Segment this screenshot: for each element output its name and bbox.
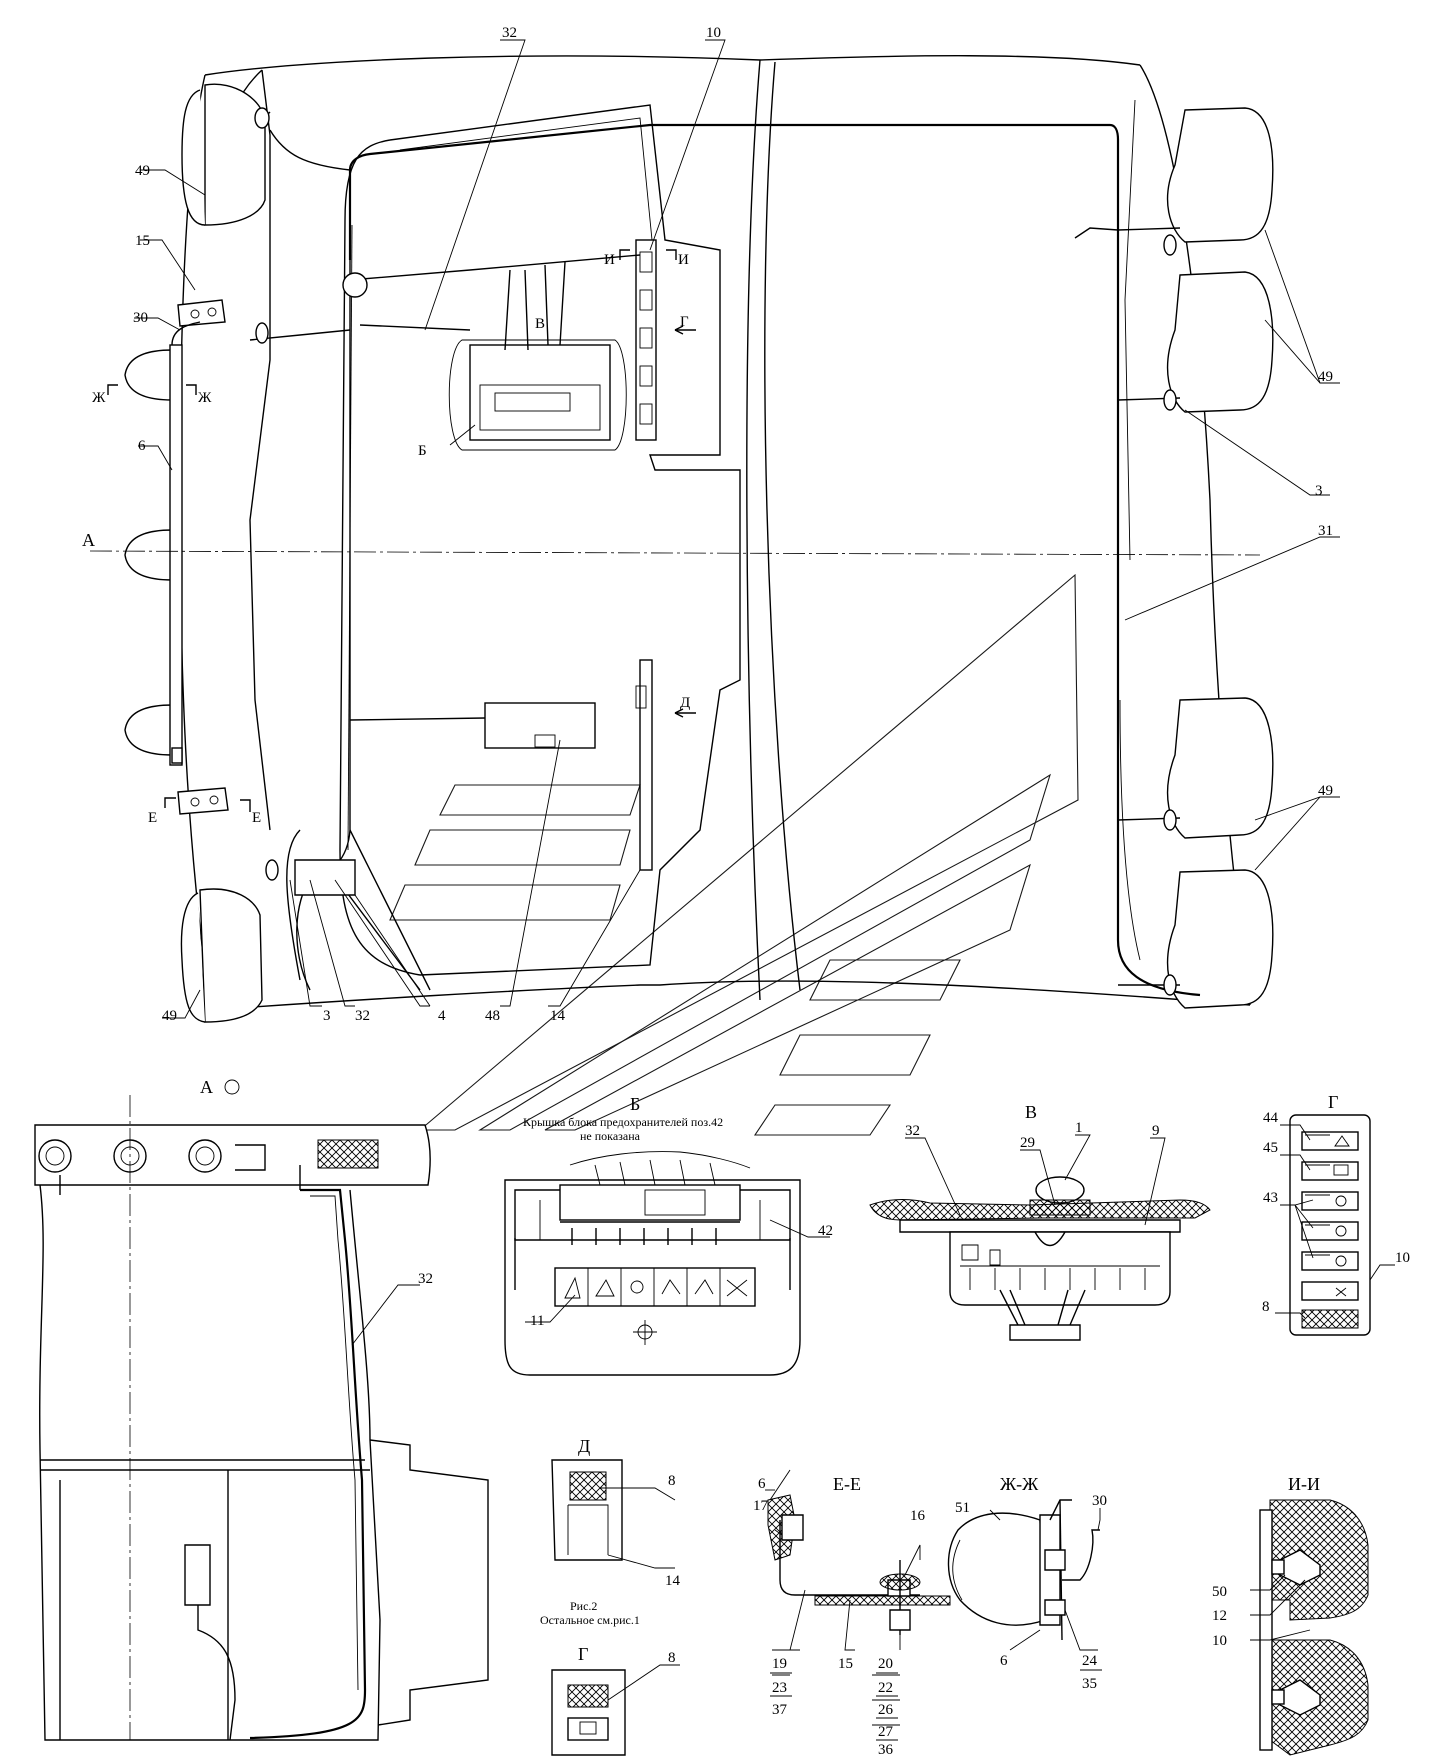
view-a-title: А [200, 1077, 213, 1097]
leader-lines [134, 39, 1340, 1019]
section-mark-i-right: И [678, 252, 689, 268]
fig2-caption-1: Рис.2 [570, 1599, 597, 1613]
section-ee-title: Е-Е [833, 1474, 861, 1494]
view-mark-d: Д [680, 695, 690, 711]
fig2-callout-8: 8 [668, 1650, 676, 1666]
view-b-fuse-block [504, 1151, 830, 1376]
callout-49-right-top: 49 [1318, 369, 1333, 385]
view-mark-b: Б [418, 443, 427, 459]
section-ii [1250, 1499, 1369, 1756]
ii-callout-12: 12 [1212, 1608, 1227, 1624]
callout-14: 14 [550, 1008, 566, 1024]
zz-callout-51: 51 [955, 1500, 970, 1516]
callout-32-bottom: 32 [355, 1008, 370, 1024]
b-callout-42: 42 [818, 1223, 833, 1239]
v-callout-29: 29 [1020, 1135, 1035, 1151]
view-titles: А Б Крышка блока предохранителей поз.42 … [200, 1077, 1338, 1664]
callout-49-bottom-left: 49 [162, 1008, 177, 1024]
callout-4: 4 [438, 1008, 446, 1024]
section-mark-zh-left: Ж [92, 390, 106, 406]
section-mark-e-left: Е [148, 810, 157, 826]
callout-49-top-left: 49 [135, 163, 150, 179]
callout-labels: 32 10 49 15 30 6 49 49 3 31 49 3 32 4 48… [82, 25, 1333, 1024]
callout-30: 30 [133, 310, 148, 326]
view-b-note-2: не показана [580, 1129, 641, 1143]
v-callout-1: 1 [1075, 1120, 1083, 1136]
fig2-view-g [551, 1664, 680, 1756]
g-callout-43: 43 [1263, 1190, 1278, 1206]
callout-49-right-bottom: 49 [1318, 783, 1333, 799]
g-callout-45: 45 [1263, 1140, 1278, 1156]
callout-15: 15 [135, 233, 150, 249]
g-callout-10: 10 [1395, 1250, 1410, 1266]
callout-48: 48 [485, 1008, 500, 1024]
view-v-title: В [1025, 1102, 1037, 1122]
ee-callout-26: 26 [878, 1702, 894, 1718]
v-callout-9: 9 [1152, 1123, 1160, 1139]
ee-callout-37: 37 [772, 1702, 788, 1718]
view-mark-v: В [535, 316, 545, 332]
ee-callout-19: 19 [772, 1656, 787, 1672]
view-g-title: Г [1328, 1092, 1338, 1112]
view-b-note-1: Крышка блока предохранителей поз.42 [523, 1115, 723, 1129]
section-ee [765, 1469, 951, 1726]
ee-callout-36: 36 [878, 1742, 894, 1758]
view-mark-a: А [82, 530, 95, 550]
ee-callout-22: 22 [878, 1680, 893, 1696]
v-callout-32: 32 [905, 1123, 920, 1139]
d-callout-8: 8 [668, 1473, 676, 1489]
cab-roof-plan [89, 55, 1274, 1023]
watermark-logo [389, 573, 1079, 1136]
zz-callout-30: 30 [1092, 1493, 1107, 1509]
zz-callout-24: 24 [1082, 1653, 1098, 1669]
view-d-switch [551, 1459, 676, 1569]
callout-3-bottom: 3 [323, 1008, 331, 1024]
view-a-side-cab [34, 1095, 489, 1741]
fig2-view-g-title: Г [578, 1644, 588, 1664]
ee-callout-23: 23 [772, 1680, 787, 1696]
g-callout-8: 8 [1262, 1299, 1270, 1315]
callout-6: 6 [138, 438, 146, 454]
callout-31: 31 [1318, 523, 1333, 539]
view-b-title: Б [630, 1094, 640, 1114]
section-mark-i-left: И [604, 252, 615, 268]
view-mark-g: Г [680, 314, 689, 330]
zz-callout-6: 6 [1000, 1653, 1008, 1669]
zz-callout-35: 35 [1082, 1676, 1097, 1692]
section-mark-e-right: Е [252, 810, 261, 826]
fraction-lines [770, 1669, 1102, 1741]
view-g-switch-panel [1275, 1114, 1395, 1336]
b-callout-11: 11 [530, 1313, 544, 1329]
view-callout-labels: 32 42 11 32 29 1 9 44 45 43 10 8 8 14 8 … [418, 1110, 1410, 1758]
d-callout-14: 14 [665, 1573, 681, 1589]
ee-callout-17: 17 [753, 1498, 769, 1514]
section-mark-zh-right: Ж [198, 390, 212, 406]
view-v-switch [869, 1134, 1211, 1341]
ii-callout-10: 10 [1212, 1633, 1227, 1649]
view-d-title: Д [578, 1436, 590, 1456]
callout-32: 32 [502, 25, 517, 41]
section-ii-title: И-И [1288, 1474, 1320, 1494]
section-zhzh-title: Ж-Ж [1000, 1474, 1039, 1494]
ee-callout-20: 20 [878, 1656, 893, 1672]
g-callout-44: 44 [1263, 1110, 1279, 1126]
ee-callout-6: 6 [758, 1476, 766, 1492]
callout-3-right: 3 [1315, 483, 1323, 499]
ii-callout-50: 50 [1212, 1584, 1227, 1600]
fig2-caption-2: Остальное см.рис.1 [540, 1613, 640, 1627]
ee-callout-27: 27 [878, 1724, 894, 1740]
ee-callout-16: 16 [910, 1508, 926, 1524]
a-callout-32: 32 [418, 1271, 433, 1287]
section-zhzh [947, 1499, 1101, 1651]
callout-10: 10 [706, 25, 721, 41]
ee-callout-15: 15 [838, 1656, 853, 1672]
